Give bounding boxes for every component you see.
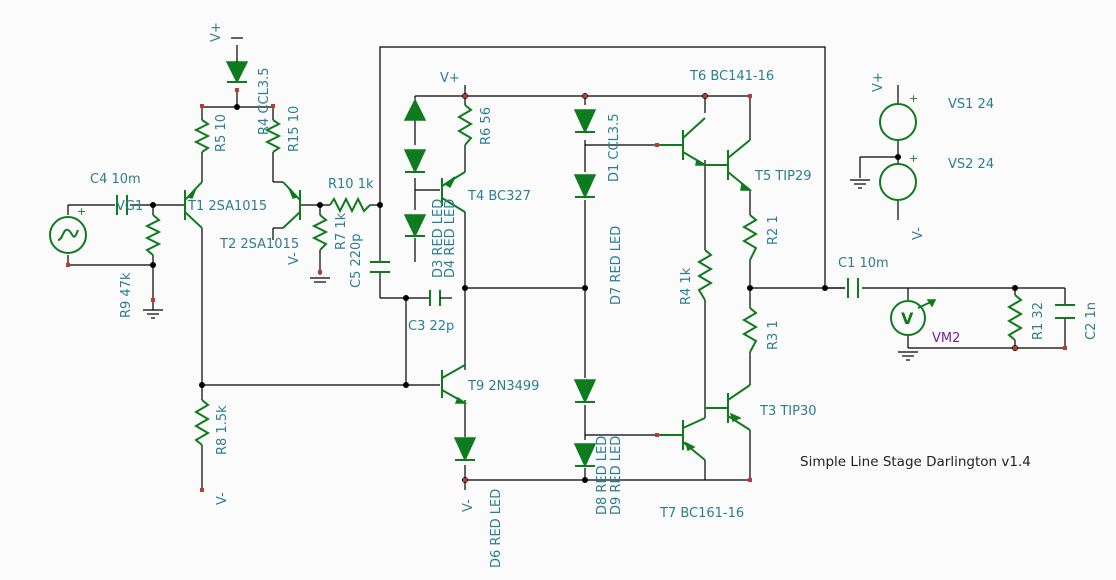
resistor-r8 — [194, 399, 210, 446]
label-d4: D4 RED LED — [443, 199, 458, 278]
ground-supply — [850, 179, 870, 189]
label-r7: R7 1k — [334, 212, 349, 250]
capacitor-c2 — [1055, 304, 1075, 319]
pin-markers — [66, 88, 1067, 492]
capacitor-c4 — [116, 195, 128, 215]
component-labels: V+ R4 CCL3.5 R5 10 R15 10 C4 10m VG1 T1 … — [77, 22, 1099, 568]
label-plus-vs1: + — [909, 92, 918, 105]
diagram-title: Simple Line Stage Darlington v1.4 — [800, 454, 1031, 470]
label-vs2: VS2 24 — [948, 157, 994, 172]
led-top-left — [403, 98, 427, 121]
label-r2: R2 1 — [766, 215, 781, 245]
label-vminus-supply: V- — [911, 227, 926, 240]
ground-vm2 — [898, 351, 918, 361]
label-d6: D6 RED LED — [489, 489, 504, 568]
label-vplus-top: V+ — [209, 22, 224, 42]
diode-d9 — [573, 443, 597, 468]
source-vs1 — [879, 103, 917, 141]
label-d3: D3 RED LED — [431, 199, 446, 278]
label-d7: D7 RED LED — [609, 226, 624, 305]
label-r6: R6 56 — [479, 107, 494, 145]
label-c2: C2 1n — [1084, 302, 1099, 340]
capacitor-c1 — [847, 278, 859, 298]
resistor-r15 — [264, 119, 282, 153]
label-d8: D8 RED LED — [595, 436, 610, 515]
transistor-t4 — [441, 171, 466, 213]
label-t5: T5 TIP29 — [754, 169, 812, 184]
resistor-r5 — [193, 119, 211, 153]
label-t6: T6 BC141-16 — [689, 69, 774, 84]
label-t9: T9 2N3499 — [467, 379, 539, 394]
diode-d1 — [573, 109, 597, 134]
resistor-r1 — [1007, 294, 1023, 341]
diode-d7 — [573, 174, 597, 199]
diode-d8 — [573, 379, 597, 404]
label-c1: C1 10m — [838, 256, 889, 271]
signal-generator-vg1 — [49, 216, 87, 254]
label-t2: T2 2SA1015 — [219, 237, 299, 252]
ground-r9 — [143, 305, 163, 319]
label-c4: C4 10m — [90, 172, 141, 187]
diode-r4-ccl — [225, 45, 249, 84]
label-vminus-d6: V- — [461, 499, 476, 512]
resistor-r4-1k — [697, 249, 713, 301]
resistor-r3 — [742, 307, 758, 353]
label-t7: T7 BC161-16 — [659, 506, 744, 521]
label-t3: T3 TIP30 — [759, 404, 817, 419]
label-t4: T4 BC327 — [467, 189, 531, 204]
transistor-t7 — [660, 417, 706, 461]
transistor-t9 — [441, 364, 468, 404]
source-vs2 — [879, 163, 917, 201]
resistor-r6 — [457, 104, 473, 146]
label-r1: R1 32 — [1031, 302, 1046, 340]
label-vg1: VG1 — [116, 199, 143, 214]
voltmeter-vm2 — [890, 299, 937, 336]
label-r5: R5 10 — [214, 114, 229, 152]
label-r4-ccl: R4 CCL3.5 — [257, 67, 272, 135]
resistor-r2 — [742, 214, 758, 261]
resistor-r9 — [144, 214, 162, 256]
label-t1: T1 2SA1015 — [187, 199, 267, 214]
label-vplus-supply: V+ — [871, 72, 886, 92]
label-vs1: VS1 24 — [948, 97, 994, 112]
transistor-t2 — [273, 181, 301, 229]
label-vm2: VM2 — [932, 331, 960, 346]
transistor-t3 — [705, 384, 751, 431]
transistor-t5 — [705, 139, 753, 191]
resistor-r7 — [311, 214, 329, 251]
label-d1: D1 CCL3.5 — [607, 114, 622, 183]
label-vminus-r7: V- — [287, 252, 302, 265]
label-r10: R10 1k — [328, 177, 374, 192]
label-plus-vg1: + — [77, 205, 86, 218]
diode-d6 — [453, 437, 477, 462]
label-r15: R15 10 — [287, 106, 302, 152]
capacitor-c5 — [370, 261, 390, 273]
ground-r7 — [310, 277, 330, 283]
label-r9: R9 47k — [119, 272, 134, 318]
label-vminus-r8: V- — [215, 492, 230, 505]
label-d9: D9 RED LED — [609, 436, 624, 515]
label-r4-1k: R4 1k — [679, 267, 694, 305]
label-c3: C3 22p — [408, 319, 454, 334]
transistor-t6 — [660, 117, 708, 166]
label-r8: R8 1.5k — [215, 405, 230, 455]
label-c5: C5 220p — [349, 233, 364, 288]
diode-d4 — [403, 214, 427, 238]
label-vplus-mid: V+ — [440, 71, 460, 86]
transistor-t1 — [184, 181, 203, 229]
resistor-r10 — [329, 196, 371, 214]
label-plus-vs2: + — [909, 152, 918, 165]
label-meter-v: V — [901, 309, 914, 328]
capacitor-c3 — [429, 290, 452, 306]
label-r3: R3 1 — [766, 320, 781, 350]
diode-d3 — [403, 149, 427, 174]
